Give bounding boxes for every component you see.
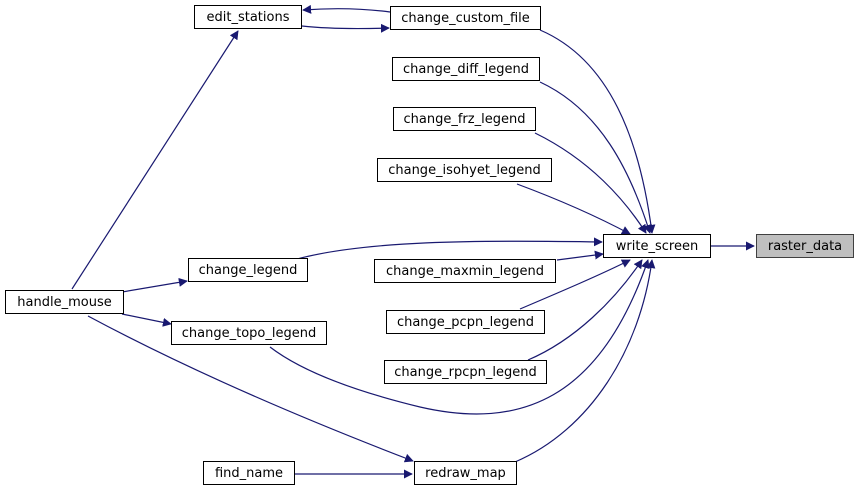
edge-change_isohyet_legend-write_screen [516, 183, 631, 235]
edge-edit_stations-change_custom_file [301, 23, 390, 33]
edge-handle_mouse-edit_stations [71, 30, 239, 290]
node-change_isohyet_legend[interactable]: change_isohyet_legend [377, 158, 552, 182]
edge-change_custom_file-edit_stations [302, 4, 391, 14]
edge-change_topo_legend-write_screen [269, 259, 650, 415]
edge-handle_mouse-redraw_map [87, 315, 414, 463]
node-raster_data: raster_data [756, 234, 854, 258]
edge-handle_mouse-change_legend [121, 277, 188, 293]
node-change_topo_legend[interactable]: change_topo_legend [171, 321, 327, 345]
node-change_rpcpn_legend[interactable]: change_rpcpn_legend [384, 360, 547, 384]
node-change_diff_legend[interactable]: change_diff_legend [392, 57, 540, 81]
edge-handle_mouse-change_topo_legend [121, 313, 172, 327]
node-redraw_map[interactable]: redraw_map [414, 461, 517, 485]
node-change_legend[interactable]: change_legend [188, 258, 308, 282]
node-find_name[interactable]: find_name [203, 461, 295, 485]
edge-change_maxmin_legend-write_screen [556, 250, 604, 261]
node-edit_stations[interactable]: edit_stations [194, 5, 302, 29]
edge-change_legend-write_screen [289, 237, 603, 262]
edge-change_custom_file-write_screen [539, 29, 656, 234]
node-handle_mouse[interactable]: handle_mouse [5, 290, 124, 314]
edge-change_rpcpn_legend-write_screen [527, 259, 643, 361]
node-change_frz_legend[interactable]: change_frz_legend [393, 107, 536, 131]
edge-change_pcpn_legend-write_screen [519, 259, 631, 310]
edge-change_frz_legend-write_screen [534, 132, 647, 234]
node-change_pcpn_legend[interactable]: change_pcpn_legend [386, 310, 545, 334]
node-change_maxmin_legend[interactable]: change_maxmin_legend [374, 259, 556, 283]
edge-change_diff_legend-write_screen [539, 81, 652, 234]
edge-redraw_map-write_screen [514, 259, 656, 463]
node-change_custom_file[interactable]: change_custom_file [390, 6, 541, 30]
node-write_screen[interactable]: write_screen [603, 234, 711, 258]
